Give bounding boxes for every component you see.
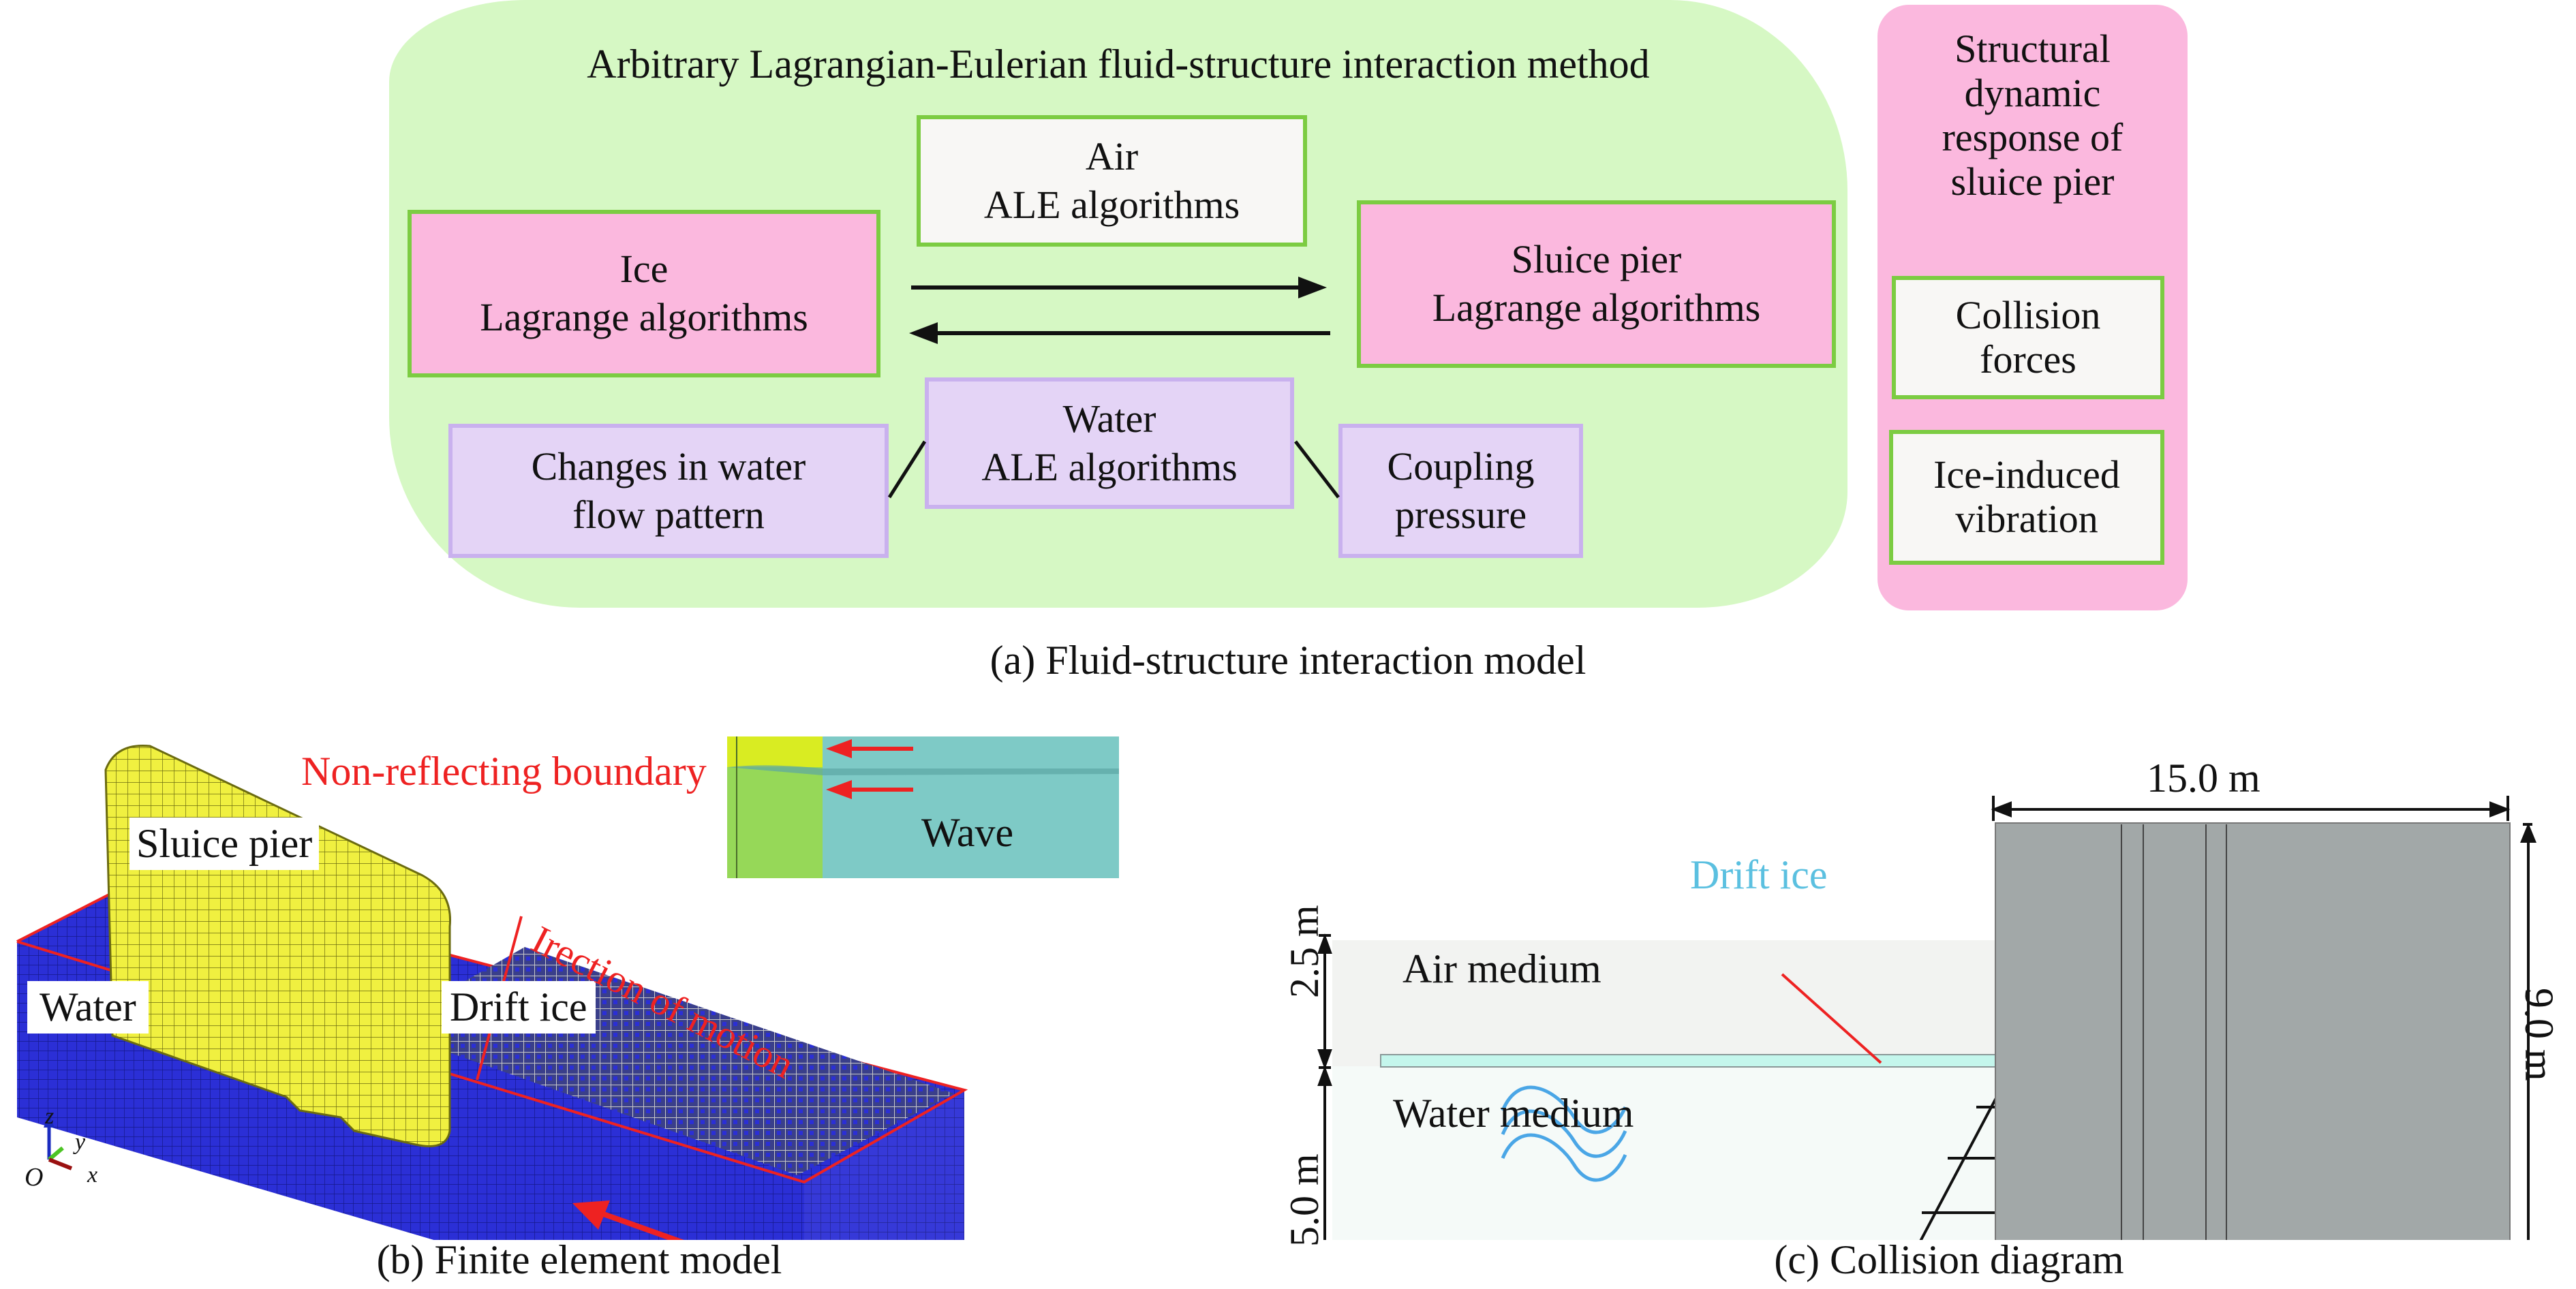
collision-line2: forces [1980, 337, 2076, 382]
ice-label: Ice [619, 247, 669, 292]
vibration-line1: Ice-induced [1933, 452, 2120, 497]
vibration-line2: vibration [1955, 497, 2098, 541]
drift-ice-label-c: Drift ice [1690, 852, 1828, 897]
wave-inset [727, 736, 1119, 878]
response-title-line: response of [1942, 114, 2123, 159]
panel-a-connectors [887, 277, 1340, 499]
axis-x-label: x [87, 1162, 98, 1187]
water-algorithm: ALE algorithms [981, 444, 1238, 489]
motion-arrowhead [572, 1200, 610, 1230]
wave-label: Wave [921, 810, 1014, 855]
coupling-line1: Coupling [1387, 444, 1535, 488]
air-height-dimension [1317, 933, 1332, 1070]
drift-ice-label-b: Drift ice [442, 981, 596, 1034]
caption-c: (c) Collision diagram [1774, 1237, 2124, 1282]
ice-induced-vibration-box: Ice-induced vibration [1889, 430, 2164, 565]
height-dimension [2520, 822, 2536, 1240]
response-title-line: Structural [1954, 27, 2111, 71]
wave-symbol-icon [1501, 1085, 1627, 1182]
air-algorithm: ALE algorithms [983, 182, 1240, 227]
sluice-pier-body [1995, 822, 2511, 1240]
pressure-profile-line [1919, 1070, 2012, 1240]
width-label: 15.0 m [2147, 756, 2260, 801]
water-medium-label: Water medium [1393, 1091, 1634, 1136]
sluice-pier-label: Sluice pier [1511, 237, 1682, 282]
axis-origin-label: O [25, 1163, 44, 1192]
water-box: Water ALE algorithms [925, 377, 1294, 509]
response-title-line: sluice pier [1950, 159, 2115, 204]
method-title: Arbitrary Lagrangian-Eulerian fluid-stru… [587, 42, 1650, 87]
water-block-side [804, 1090, 964, 1240]
non-reflecting-boundary-line [16, 873, 968, 1184]
axis-triad [44, 1114, 73, 1170]
connector-water-to-coupling [1294, 440, 1340, 499]
flow-pattern-line1: Changes in water [531, 444, 806, 488]
ice-algorithm: Lagrange algorithms [480, 295, 808, 339]
coupling-pressure-box: Coupling pressure [1338, 424, 1583, 558]
motion-arrow-shaft [598, 1210, 684, 1240]
height-label: 9.0 m [2517, 988, 2562, 1081]
axis-y-label: y [75, 1130, 86, 1155]
water-height-dimension [1317, 1066, 1332, 1240]
flow-pattern-line2: flow pattern [572, 492, 765, 537]
response-title-line: dynamic [1964, 70, 2101, 115]
non-reflecting-boundary-label: Non-reflecting boundary [301, 749, 707, 794]
water-label: Water [1062, 396, 1156, 441]
connector-water-to-flow [887, 440, 927, 499]
air-height-label: 2.5 m [1282, 905, 1327, 998]
collision-diagram [1317, 796, 2536, 1240]
air-medium-region [1332, 940, 2016, 1076]
collision-line1: Collision [1955, 292, 2101, 337]
water-medium-region [1332, 1066, 2016, 1240]
sluice-pier-label-b: Sluice pier [129, 818, 320, 870]
air-box: Air ALE algorithms [917, 115, 1307, 247]
air-label: Air [1085, 134, 1139, 178]
drift-ice-leader-line [1781, 973, 1882, 1064]
coupling-line2: pressure [1394, 492, 1527, 537]
pier-gate-slots [2121, 824, 2227, 1240]
sluice-pier-algorithm: Lagrange algorithms [1432, 285, 1761, 330]
caption-a: (a) Fluid-structure interaction model [990, 638, 1586, 683]
caption-b: (b) Finite element model [376, 1237, 782, 1282]
water-label-b: Water [27, 981, 149, 1034]
structural-response-title: Structural dynamic response of sluice pi… [1877, 27, 2188, 204]
width-dimension [1991, 796, 2511, 821]
water-height-label: 5.0 m [1282, 1153, 1327, 1247]
drift-ice-plate [1380, 1054, 2017, 1068]
axis-z-label: z [45, 1104, 55, 1129]
sluice-pier-box: Sluice pier Lagrange algorithms [1357, 200, 1836, 368]
flow-pattern-box: Changes in water flow pattern [448, 424, 889, 558]
arrow-pier-to-ice [909, 322, 1330, 344]
ice-box: Ice Lagrange algorithms [408, 210, 880, 377]
collision-forces-box: Collision forces [1892, 276, 2164, 399]
arrow-ice-to-pier [911, 277, 1327, 298]
air-medium-label: Air medium [1402, 946, 1601, 991]
